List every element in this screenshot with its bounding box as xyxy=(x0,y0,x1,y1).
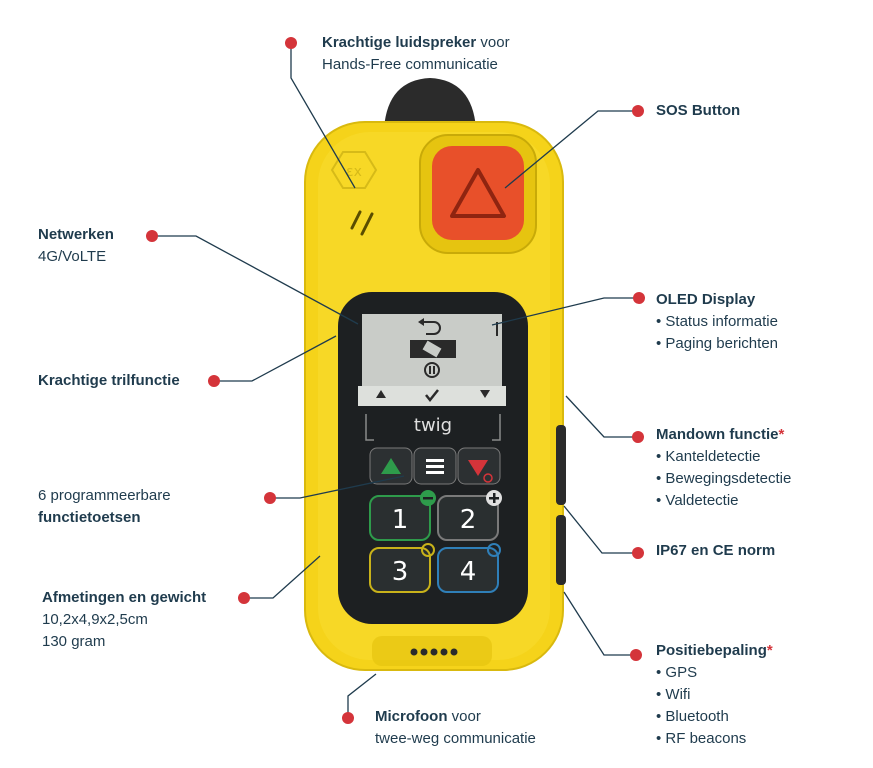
position-title: Positiebepaling xyxy=(656,642,767,659)
position-item: GPS xyxy=(656,662,773,684)
mandown-item: Bewegingsdetectie xyxy=(656,468,791,490)
ex-logo-icon: εx xyxy=(330,151,378,189)
key-2-label: 2 xyxy=(460,505,477,535)
network-line2: 4G/VoLTE xyxy=(38,248,107,265)
vibration-title: Krachtige trilfunctie xyxy=(38,372,180,389)
position-item: RF beacons xyxy=(656,728,773,750)
key-3 xyxy=(369,547,431,593)
microphone-line2: twee-weg communicatie xyxy=(375,730,536,747)
callout-speaker: Krachtige luidspreker voor Hands-Free co… xyxy=(322,32,510,76)
clock-icon xyxy=(421,543,435,557)
mandown-item: Valdetectie xyxy=(656,490,791,512)
screen-icons xyxy=(376,318,498,403)
sos-title: SOS Button xyxy=(656,102,741,119)
callout-ip67: IP67 en CE norm xyxy=(656,540,775,562)
callout-dot-position xyxy=(630,649,642,661)
keys-line1: 6 programmeerbare xyxy=(38,487,171,504)
dimensions-line3: 130 gram xyxy=(42,633,106,650)
key-4 xyxy=(437,547,499,593)
key-4-label: 4 xyxy=(460,557,477,587)
mandown-star: * xyxy=(778,426,785,443)
callout-dot-oled xyxy=(633,292,645,304)
oled-item: Paging berichten xyxy=(656,333,778,355)
brand-logo: twig xyxy=(414,415,452,436)
position-item: Wifi xyxy=(656,684,773,706)
callout-dot-mandown xyxy=(632,431,644,443)
triangle-down-icon xyxy=(468,460,488,476)
microphone-suffix: voor xyxy=(447,708,481,725)
position-star: * xyxy=(766,642,773,659)
callout-vibration: Krachtige trilfunctie xyxy=(38,370,180,392)
callout-dot-dimensions xyxy=(238,592,250,604)
callout-position: Positiebepaling* GPS Wifi Bluetooth RF b… xyxy=(656,640,773,750)
numeric-keypad: 1 2 3 4 xyxy=(369,490,502,593)
callout-keys: 6 programmeerbare functietoetsen xyxy=(38,485,171,529)
callout-oled: OLED Display Status informatie Paging be… xyxy=(656,289,778,355)
callout-mandown: Mandown functie* Kanteldetectie Beweging… xyxy=(656,424,791,512)
speaker-title: Krachtige luidspreker xyxy=(322,34,477,51)
svg-text:εx: εx xyxy=(346,164,362,180)
callout-sos: SOS Button xyxy=(656,100,740,122)
key-3-label: 3 xyxy=(392,557,409,587)
menu-icon xyxy=(426,459,444,474)
triangle-up-icon xyxy=(381,458,401,474)
callout-dot-keys xyxy=(264,492,276,504)
callout-dot-vibration xyxy=(208,375,220,387)
key-2 xyxy=(437,495,499,541)
speaker-grille xyxy=(350,210,362,230)
mandown-item: Kanteldetectie xyxy=(656,446,791,468)
dimensions-line2: 10,2x4,9x2,5cm xyxy=(42,611,148,628)
key-1-label: 1 xyxy=(392,505,409,535)
speaker-suffix: voor xyxy=(476,34,510,51)
speaker-line2: Hands-Free communicatie xyxy=(322,56,498,73)
keys-line2: functietoetsen xyxy=(38,509,141,526)
callout-dot-speaker xyxy=(285,37,297,49)
position-item: Bluetooth xyxy=(656,706,773,728)
microphone-title: Microfoon xyxy=(375,708,448,725)
microphone-grille-icon xyxy=(410,648,458,656)
callout-dot-ip67 xyxy=(632,547,644,559)
antenna-cap xyxy=(384,78,476,128)
oled-title: OLED Display xyxy=(656,291,756,308)
mandown-title: Mandown functie xyxy=(656,426,779,443)
callout-dimensions: Afmetingen en gewicht 10,2x4,9x2,5cm 130… xyxy=(42,587,206,653)
side-button xyxy=(556,425,566,505)
refresh-icon xyxy=(487,543,501,557)
callout-network: Netwerken 4G/VoLTE xyxy=(38,224,114,268)
oled-item: Status informatie xyxy=(656,311,778,333)
dimensions-title: Afmetingen en gewicht xyxy=(42,589,207,606)
callout-dot-microphone xyxy=(342,712,354,724)
side-button-lower xyxy=(556,515,566,585)
callout-dot-sos xyxy=(632,105,644,117)
key-1 xyxy=(369,495,431,541)
network-title: Netwerken xyxy=(38,226,114,243)
warning-triangle-icon xyxy=(450,168,506,218)
ip67-title: IP67 en CE norm xyxy=(656,542,776,559)
callout-dot-network xyxy=(146,230,158,242)
callout-microphone: Microfoon voor twee-weg communicatie xyxy=(375,706,536,750)
